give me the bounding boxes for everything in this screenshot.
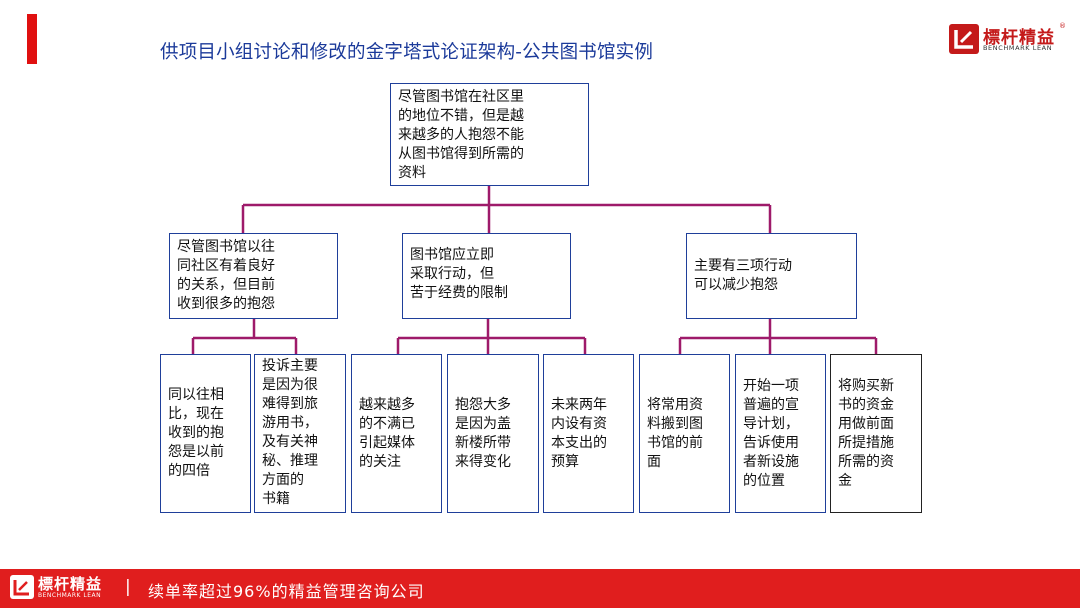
level2-node-2: 图书馆应立即 采取行动，但 苦于经费的限制	[402, 233, 571, 319]
root-node: 尽管图书馆在社区里 的地位不错，但是越 来越多的人抱怨不能 从图书馆得到所需的 …	[390, 83, 589, 186]
level2-node-3: 主要有三项行动 可以减少抱怨	[686, 233, 857, 319]
leaf-node-3-3: 将购买新 书的资金 用做前面 所提措施 所需的资 金	[830, 354, 922, 513]
registered-mark: ®	[1059, 22, 1066, 30]
footer-logo-name-en: BENCHMARK LEAN	[38, 592, 102, 599]
page-title: 供项目小组讨论和修改的金字塔式论证架构-公共图书馆实例	[160, 42, 654, 63]
leaf-node-2-2: 抱怨大多 是因为盖 新楼所带 来得变化	[447, 354, 539, 513]
logo-mark-icon	[949, 24, 979, 54]
leaf-node-3-2: 开始一项 普遍的宣 导计划， 告诉使用 者新设施 的位置	[735, 354, 826, 513]
leaf-node-2-1: 越来越多 的不满已 引起媒体 的关注	[351, 354, 442, 513]
footer-logo: 標杆精益 BENCHMARK LEAN	[10, 574, 130, 604]
leaf-node-3-1: 将常用资 料搬到图 书馆的前 面	[639, 354, 730, 513]
logo-name-en: BENCHMARK LEAN	[983, 44, 1053, 52]
level2-node-1: 尽管图书馆以往 同社区有着良好 的关系，但目前 收到很多的抱怨	[169, 233, 338, 319]
accent-bar	[27, 14, 37, 64]
footer-logo-name-cn: 標杆精益	[38, 575, 103, 593]
logo-name-cn: 標杆精益	[983, 28, 1055, 48]
footer-bar: 標杆精益 BENCHMARK LEAN | 续单率超过96%的精益管理咨询公司	[0, 569, 1080, 608]
leaf-node-1-2: 投诉主要 是因为很 难得到旅 游用书， 及有关神 秘、推理 方面的 书籍	[254, 354, 346, 513]
footer-slogan: 续单率超过96%的精益管理咨询公司	[148, 582, 425, 601]
leaf-node-2-3: 未来两年 内设有资 本支出的 预算	[543, 354, 634, 513]
footer-logo-mark-icon	[10, 575, 34, 599]
footer-separator: |	[125, 577, 131, 597]
leaf-node-1-1: 同以往相 比，现在 收到的抱 怨是以前 的四倍	[160, 354, 251, 513]
brand-logo: 標杆精益 BENCHMARK LEAN ®	[949, 22, 1066, 56]
